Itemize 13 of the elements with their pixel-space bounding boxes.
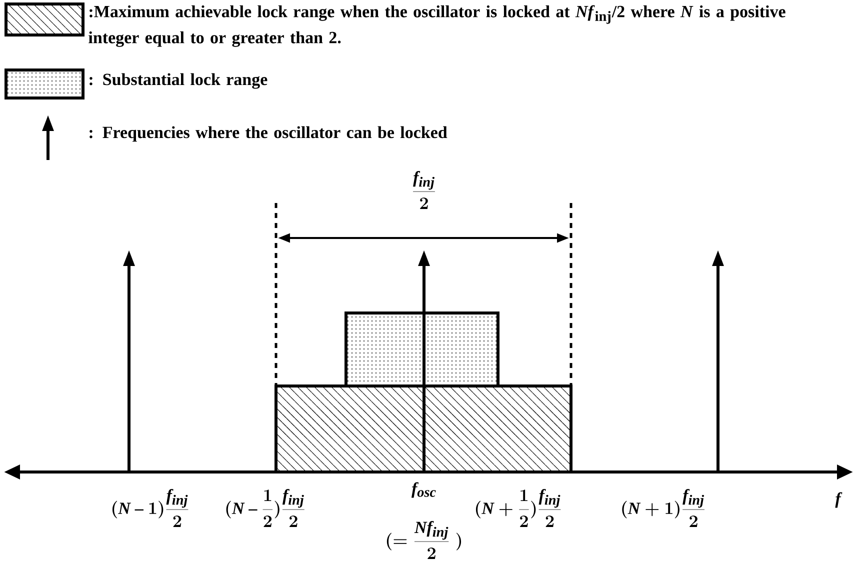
dimension-label: $\frac{f_{inj}}{2}$ [413,171,435,209]
frequency-label: $(=\frac{Nf_{inj}}{2}\;)$ [386,521,462,559]
frequency-label: $(N+1)\frac{f_{inj}}{2}$ [622,489,704,527]
axis-label: $f$ [835,492,842,508]
substantial-range-block [344,312,500,388]
legend-text: : Frequencies where the oscillator can be locked [90,126,448,142]
frequency-label: $(N-1)\frac{f_{inj}}{2}$ [112,489,188,527]
lock-range-block [274,384,572,474]
frequency-label: $f_{osc}$ [411,482,436,498]
frequency-label: $(N+\frac{1}{2})\frac{f_{inj}}{2}$ [476,489,561,527]
legend-text: : Substantial lock range [90,73,268,89]
legend-text: :Maximum achievable lock range when the oscillator is locked at Nf$_{inj}$/2 where N is a positive integer equal to or greater than 2. [88,5,786,47]
frequency-label: $(N-\frac{1}{2})\frac{f_{inj}}{2}$ [226,489,304,527]
